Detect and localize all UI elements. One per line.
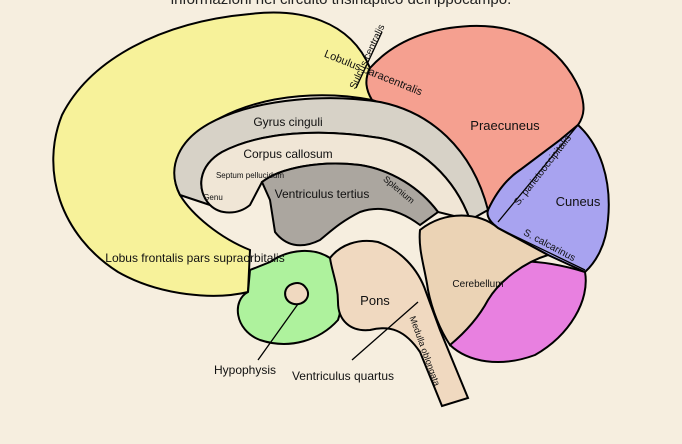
label-ventriculus-tertius: Ventriculus tertius (275, 187, 370, 201)
label-corpus-callosum: Corpus callosum (243, 147, 332, 161)
label-pons: Pons (360, 293, 390, 308)
hypophysis-region (284, 282, 310, 306)
label-praecuneus: Praecuneus (470, 118, 540, 133)
s-calcarinus-line (497, 227, 586, 271)
frontal-lobe-region (52, 11, 374, 297)
ventriculus-quartus-leader (351, 301, 419, 361)
label-hypophysis: Hypophysis (214, 363, 276, 377)
hypophysis-leader (257, 303, 299, 361)
third-ventricle-region (260, 162, 440, 247)
cerebellum-inner-region (418, 214, 551, 347)
brainstem-region (328, 239, 470, 408)
label-cerebellum: Cerebellum (452, 279, 503, 290)
s-parietooccipitalis-line (497, 124, 579, 223)
label-septum-pellucidum: Septum pellucidum (216, 171, 284, 180)
label-genu: Genu (203, 193, 223, 202)
label-gyrus-cinguli: Gyrus cinguli (253, 115, 322, 129)
label-lobus-frontalis: Lobus frontalis pars supraorbitalis (105, 251, 284, 265)
label-cuneus: Cuneus (556, 194, 601, 209)
sulcus-centralis-line (355, 31, 383, 89)
caption: informazioni nel circuito trisinaptico d… (0, 0, 682, 8)
occipital-region (486, 123, 610, 274)
label-ventriculus-quartus: Ventriculus quartus (292, 369, 394, 383)
